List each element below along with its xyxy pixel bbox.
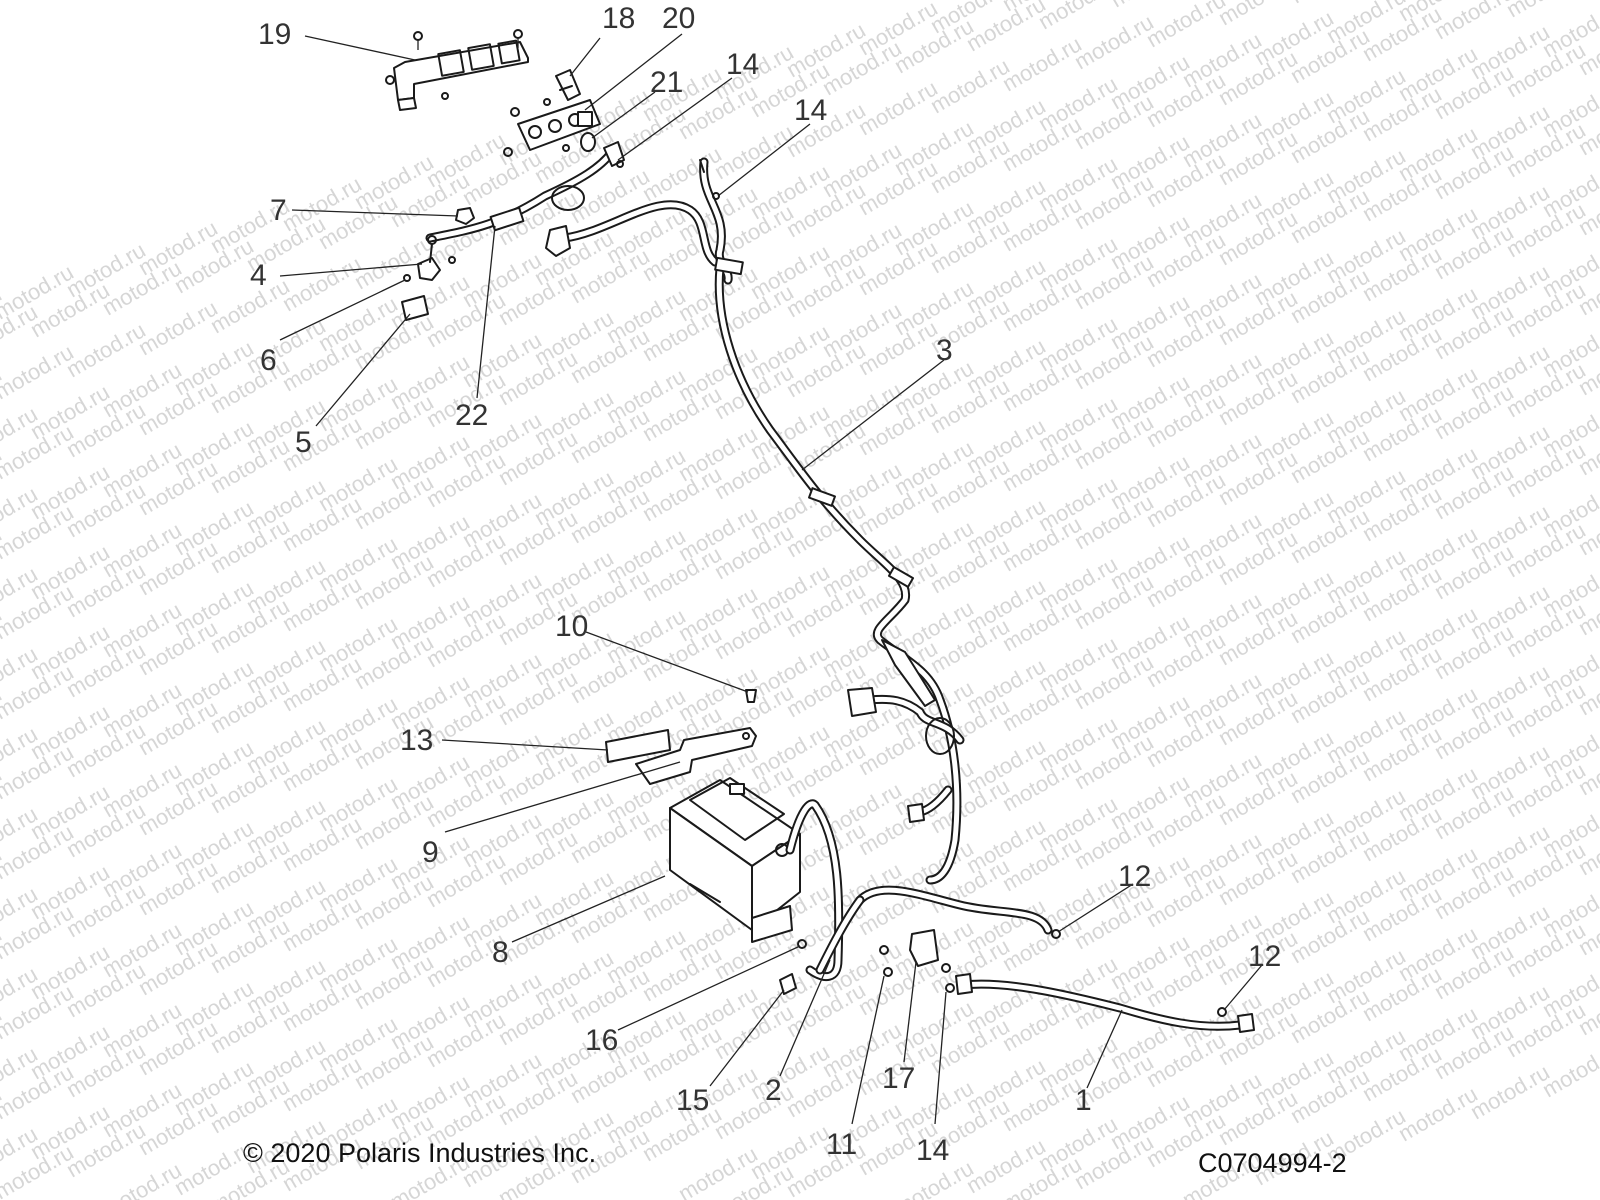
callout-13: 13: [400, 724, 433, 757]
callout-19: 19: [258, 18, 291, 51]
diagram-code: C0704994-2: [1198, 1148, 1347, 1178]
callout-17: 17: [882, 1062, 915, 1095]
cable-clip: [555, 69, 581, 101]
callout-12-right: 12: [1248, 940, 1281, 973]
foam-pad: [605, 729, 671, 763]
callout-8: 8: [492, 936, 509, 969]
terminal-stud: [417, 235, 456, 281]
callout-16: 16: [585, 1024, 618, 1057]
callout-4: 4: [250, 259, 267, 292]
callout-5: 5: [295, 426, 312, 459]
fuse-cylinder: [580, 132, 596, 152]
watermark-text: motod.ru: [278, 251, 366, 316]
callout-21: 21: [650, 66, 683, 99]
callout-12-mid: 12: [1118, 860, 1151, 893]
callout-labels: 19 18 20 21 14 14 7 4 6 5 22 3 10 13 9 8…: [250, 2, 1281, 1167]
watermark-text: motod.ru: [62, 317, 150, 382]
cable-bracket: [909, 929, 955, 993]
callout-3: 3: [936, 334, 953, 367]
positive-cable-assembly: [425, 141, 625, 243]
terminal-nut: [455, 207, 475, 225]
callout-7: 7: [270, 194, 287, 227]
callout-14-top: 14: [726, 48, 759, 81]
mounting-plate: [401, 295, 429, 321]
watermark-text: motod.ru: [998, 31, 1086, 96]
watermark-text: motod.ru: [854, 75, 942, 140]
positive-battery-cable: [955, 973, 1255, 1033]
watermark-text: motod.ru: [1466, 1059, 1554, 1124]
callout-10: 10: [555, 610, 588, 643]
callout-6: 6: [260, 344, 277, 377]
terminal-bolt: [779, 973, 797, 995]
callout-14-bottom: 14: [916, 1134, 949, 1167]
fuse-block: [503, 98, 601, 157]
watermark-text: motod.ru: [710, 119, 798, 184]
negative-cable: [785, 799, 844, 981]
main-harness: [545, 157, 965, 885]
callout-15: 15: [676, 1084, 709, 1117]
callout-20: 20: [662, 2, 695, 35]
watermark-text: motod.ru: [1394, 1081, 1482, 1146]
ground-cable: [815, 885, 1061, 975]
hold-down-screw: [745, 689, 757, 703]
watermark-text: motod.ru: [0, 339, 78, 404]
callout-11: 11: [826, 1128, 857, 1161]
callout-18: 18: [602, 2, 635, 35]
watermark-text: motod.ru: [1538, 1037, 1600, 1102]
callout-14-mid: 14: [794, 94, 827, 127]
copyright-notice: © 2020 Polaris Industries Inc.: [243, 1138, 597, 1168]
callout-22: 22: [455, 399, 488, 432]
watermark-text: motod.ru: [1034, 0, 1122, 34]
watermark-text: motod.ru: [1070, 9, 1158, 74]
watermark-text: motod.ru: [566, 163, 654, 228]
leader-lines: [279, 33, 1263, 1125]
watermark-text: motod.ru: [926, 53, 1014, 118]
washer: [797, 939, 807, 949]
callout-9: 9: [422, 836, 439, 869]
mounting-bolts: [879, 945, 893, 977]
watermark-text: motod.ru: [134, 295, 222, 360]
screw: [403, 274, 411, 282]
callout-1: 1: [1075, 1084, 1092, 1117]
callout-2: 2: [765, 1074, 782, 1107]
battery-strap: [635, 727, 757, 785]
battery: [669, 777, 801, 943]
relay-bracket: [385, 29, 529, 111]
